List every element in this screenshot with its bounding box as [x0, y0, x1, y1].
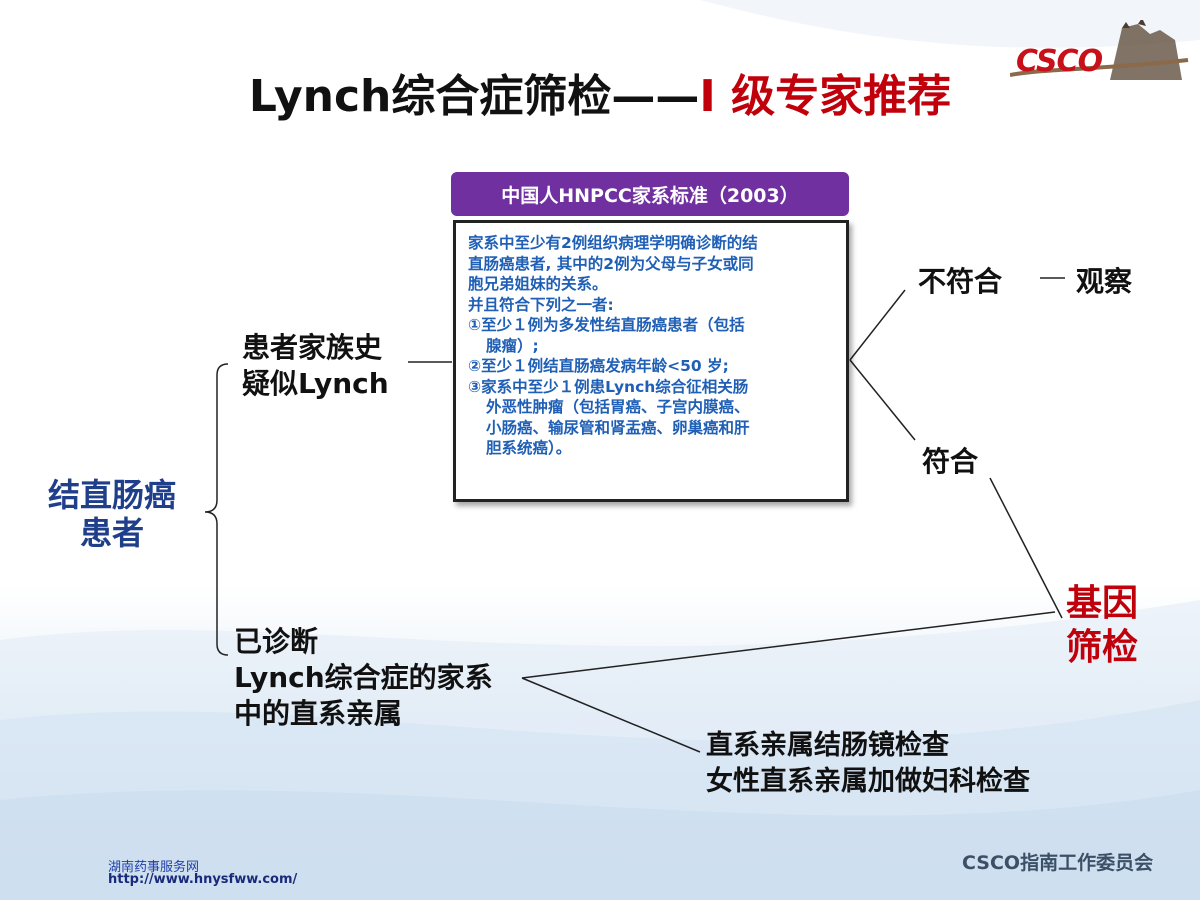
relatives-exam-node: 直系亲属结肠镜检查 女性直系亲属加做妇科检查 [706, 728, 1030, 800]
not-match-label: 不符合 [918, 265, 1003, 298]
criteria-line: 直肠癌患者, 其中的2例为父母与子女或同 [468, 254, 754, 273]
branch-history-line2: 疑似Lynch [242, 367, 389, 400]
title-highlight: I 级专家推荐 [699, 71, 952, 122]
gene-screen-line2: 筛检 [1066, 627, 1139, 668]
page-title: Lynch综合症筛检——I 级专家推荐 [0, 60, 1200, 124]
relatives-line1: 直系亲属结肠镜检查 [706, 730, 949, 761]
title-main: Lynch综合症筛检—— [248, 71, 700, 122]
footer-url-link[interactable]: http://www.hnysfww.com/ [108, 872, 298, 887]
observe-label: 观察 [1076, 265, 1133, 298]
footer-committee: CSCO指南工作委员会 [962, 852, 1154, 874]
criteria-line: ①至少１例为多发性结直肠癌患者（包括 [468, 316, 745, 334]
branch-diagnosed-line1: 已诊断 [234, 625, 319, 658]
branch-diagnosed-line2: Lynch综合症的家系 [234, 661, 493, 694]
root-line1: 结直肠癌 [48, 476, 177, 514]
match-label: 符合 [922, 445, 979, 478]
gene-screening-node: 基因 筛检 [1066, 582, 1138, 670]
criteria-line: 小肠癌、输尿管和肾盂癌、卵巢癌和肝 [486, 418, 750, 437]
criteria-line: ②至少１例结直肠癌发病年龄<50 岁; [468, 357, 729, 375]
branch-diagnosed: 已诊断 Lynch综合症的家系 中的直系亲属 [234, 624, 493, 732]
standard-header: 中国人HNPCC家系标准（2003） [451, 172, 849, 216]
root-line2: 患者 [80, 514, 145, 552]
branch-history-line1: 患者家族史 [242, 331, 383, 364]
root-node: 结直肠癌 患者 [48, 476, 176, 552]
criteria-line: 家系中至少有2例组织病理学明确诊断的结 [468, 234, 758, 252]
footer-site-name: 湖南药事服务网 [108, 860, 200, 875]
criteria-line: 并且符合下列之一者: [468, 295, 614, 314]
branch-family-history: 患者家族史 疑似Lynch [242, 330, 389, 402]
standard-criteria-box: 家系中至少有2例组织病理学明确诊断的结 直肠癌患者, 其中的2例为父母与子女或同… [453, 220, 849, 502]
gene-screen-line1: 基因 [1066, 583, 1139, 624]
criteria-line: 腺瘤）; [486, 336, 539, 355]
criteria-line: ③家系中至少１例患Lynch综合征相关肠 [468, 377, 749, 396]
branch-diagnosed-line3: 中的直系亲属 [234, 697, 403, 730]
relatives-line2: 女性直系亲属加做妇科检查 [706, 766, 1030, 797]
great-wall-logo-icon [1010, 20, 1189, 80]
csco-logo-text: CSCO [1016, 44, 1103, 79]
criteria-line: 胆系统癌）。 [486, 439, 572, 457]
criteria-line: 外恶性肿瘤（包括胃癌、子宫内膜癌、 [486, 398, 750, 416]
criteria-line: 胞兄弟姐妹的关系。 [468, 275, 608, 293]
